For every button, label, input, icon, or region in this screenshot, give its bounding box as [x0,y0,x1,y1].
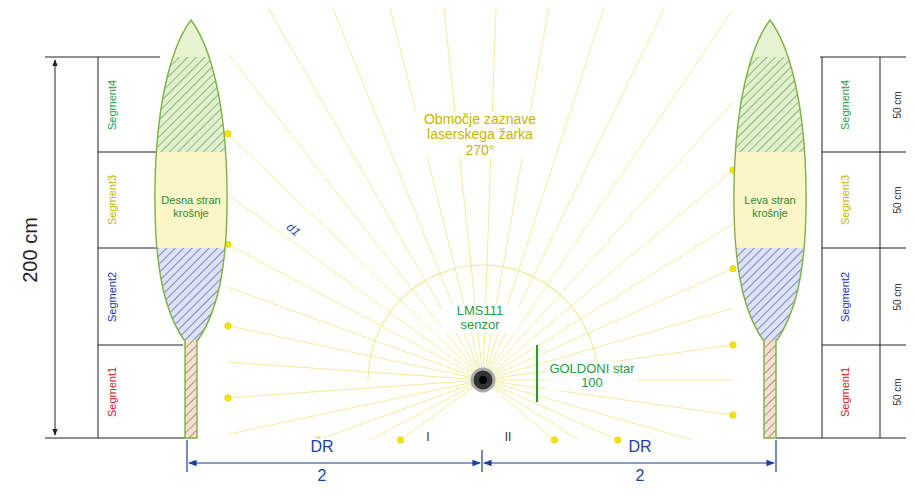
dimension-line [484,462,774,463]
dimension-label: DR [626,438,653,456]
dimension-line [189,462,480,463]
segment2-zone [729,248,811,340]
canopy-tip [150,18,232,57]
sensor-label: LMS111 senzor [442,304,518,333]
measurement-point [730,342,736,348]
segment-label: Segment3 [839,175,851,225]
measurement-point [225,395,231,401]
canopy-tip [729,18,811,57]
dimension-label: 2 [318,467,327,485]
segment-line [98,248,158,249]
dimension-label: DR [308,438,335,456]
segment-label: Segment4 [106,80,118,130]
dimension-line [55,60,56,435]
segment-line [98,152,160,153]
sensor-lens [479,376,487,384]
center-tick [481,450,482,472]
laser-ray [483,224,733,380]
track-label: I [424,431,431,444]
measurement-point [730,412,736,418]
segment-label: Segment2 [839,272,851,322]
dimension-label: 50 cm [892,91,903,118]
segment-line [822,345,906,346]
row-width-dimension [187,440,776,472]
tree-shape [150,18,232,440]
segment-label: Segment3 [106,175,118,225]
tree-shape [729,18,811,440]
extension-line [775,440,776,472]
segment-label: Segment2 [106,272,118,322]
measurement-point [551,437,557,443]
distance-label: d1 [282,219,304,240]
laser-ray [483,170,733,380]
laser-ray [483,9,733,380]
segment-line [98,345,183,346]
extension-line [186,440,187,472]
dimension-label: 50 cm [892,378,903,405]
laser-ray [228,195,483,380]
tree-canopy: Leva stran krošnje [729,18,811,440]
segment-line [822,152,906,153]
laser-ray [228,287,483,380]
dimension-label: 2 [636,467,645,485]
measurement-point [615,437,621,443]
tractor-marker [536,345,538,402]
height-dimension-label: 200 cm [19,217,41,283]
tree-outline [155,20,227,438]
dimension-label: 50 cm [892,186,903,213]
sensor-body [472,369,494,391]
segment3-zone [150,152,232,248]
tree-outline [734,20,806,438]
laser-ray [228,326,483,380]
tree-canopy: Desna stran krošnje [150,18,232,440]
laser-ray [228,362,483,380]
dimension-label: 50 cm [892,283,903,310]
segment3-zone [729,152,811,248]
segment-label: Segment1 [839,367,851,417]
laser-rays [225,8,736,443]
laser-ray [318,380,483,440]
laser-ray [400,380,483,440]
measurement-point [225,323,231,329]
measurement-point [225,131,231,137]
track-label: II [503,431,514,444]
tree-shape [150,18,232,440]
measurement-point [730,265,736,271]
segment-line [822,248,906,249]
segment-line [776,438,906,439]
segment-guide [822,57,823,438]
segment2-zone [150,248,232,340]
segment1-zone [150,340,232,440]
extension-line [45,57,160,58]
canopy-label: Desna stran krošnje [159,194,223,219]
tree-shape [729,18,811,440]
tractor-label: GOLDONI star 100 [547,362,637,391]
laser-ray [228,134,483,380]
extension-line [45,438,185,439]
segment-label: Segment4 [839,80,851,130]
measurement-point [397,437,403,443]
lms111-sensor [472,369,494,391]
canopy-label: Leva stran krošnje [738,194,802,219]
laser-ray [228,380,483,398]
segment1-zone [729,340,811,440]
segment-label: Segment1 [106,367,118,417]
range-label: Območje zaznave laserskega žarka 270° [413,112,547,158]
segment-line [820,57,906,58]
